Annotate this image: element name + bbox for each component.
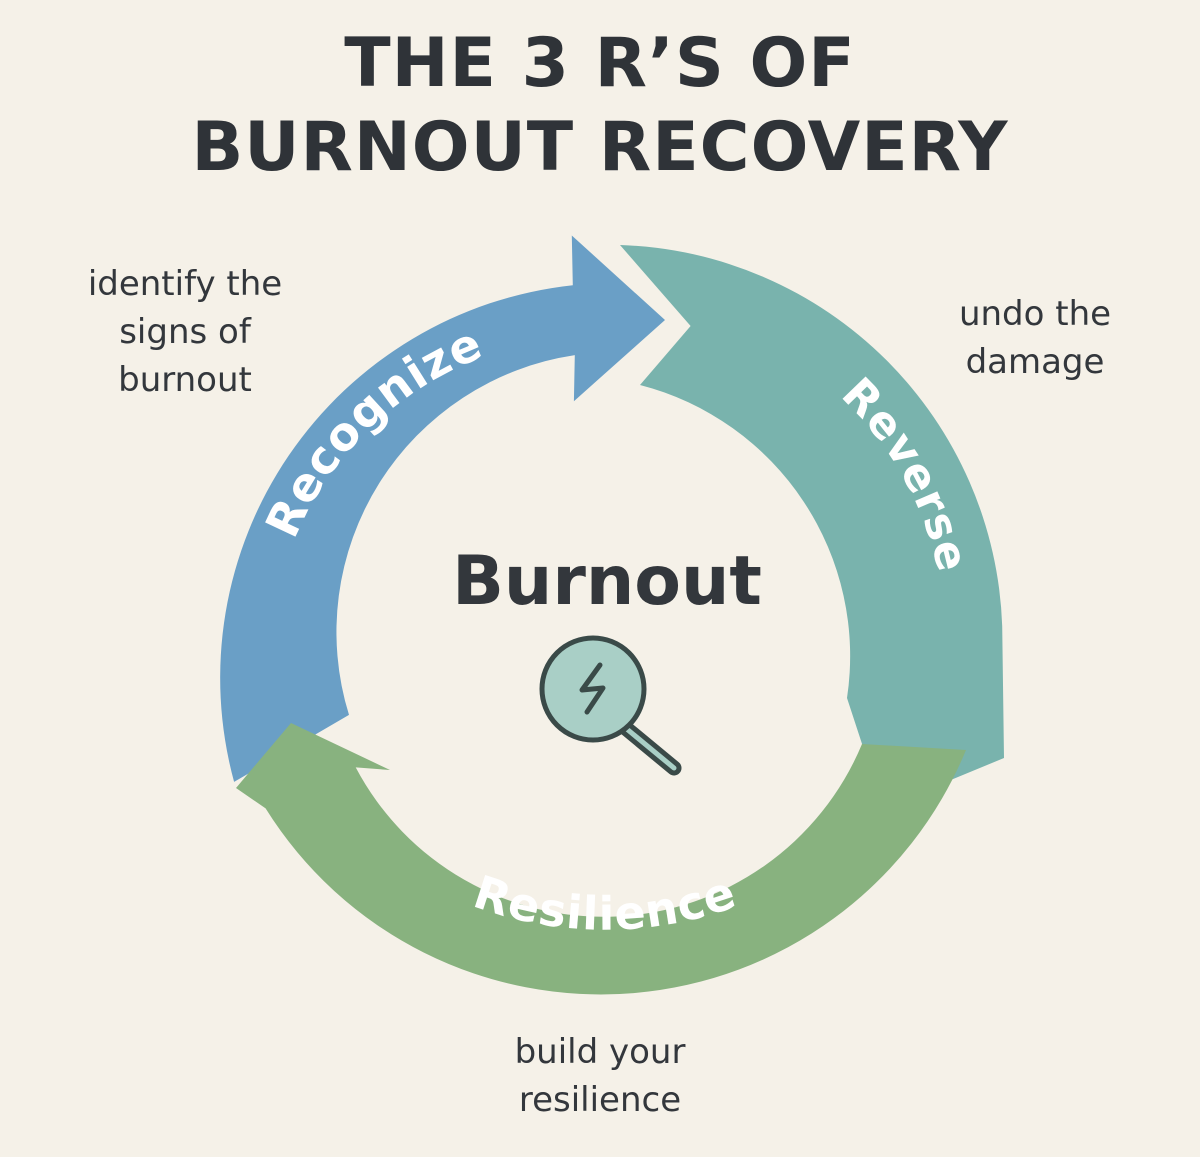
resilience-arrow <box>236 723 966 995</box>
reverse-arrow <box>620 245 1004 808</box>
recognize-note-line-2: signs of <box>119 312 251 352</box>
resilience-note-line-2: resilience <box>518 1080 682 1120</box>
center-label: Burnout <box>452 542 762 621</box>
reverse-note-line-1: undo the <box>958 294 1112 334</box>
diagram-title: THE 3 R’S OF BURNOUT RECOVERY <box>0 22 1200 190</box>
recognize-arrow <box>220 235 665 782</box>
recognize-note: identify the signs of burnout <box>40 260 330 404</box>
recognize-note-line-1: identify the <box>87 264 283 304</box>
title-line-2: BURNOUT RECOVERY <box>191 108 1009 187</box>
title-line-1: THE 3 R’S OF <box>344 24 856 103</box>
reverse-note-line-2: damage <box>965 342 1105 382</box>
resilience-note: build your resilience <box>450 1028 750 1124</box>
resilience-note-line-1: build your <box>514 1032 686 1072</box>
magnifier-lightning-icon <box>539 635 682 776</box>
reverse-note: undo the damage <box>920 290 1150 386</box>
recognize-note-line-3: burnout <box>118 360 252 400</box>
